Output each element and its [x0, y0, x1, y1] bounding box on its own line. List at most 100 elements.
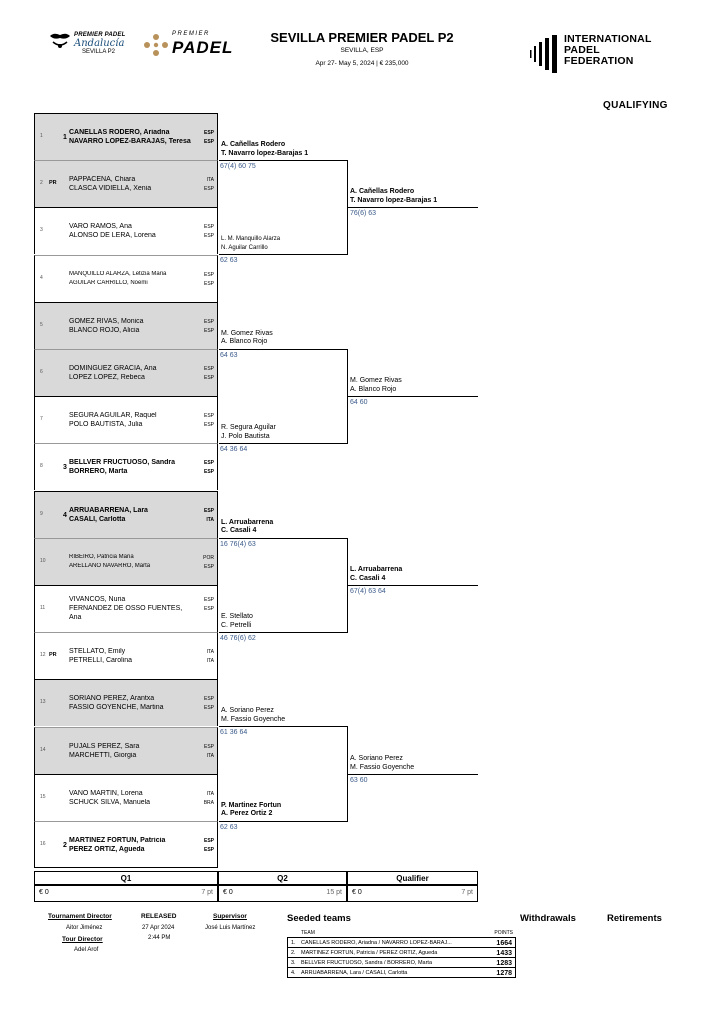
- slot-seed: PR: [49, 180, 57, 187]
- player-2-name-cont: Ana: [69, 614, 82, 621]
- seeded-team: BELLVER FRUCTUOSO, Sandra / BORRERO, Mar…: [301, 960, 433, 966]
- player-1-name: PUJALS PEREZ, Sara: [69, 742, 140, 750]
- qualifier-line-2: T. Navarro lopez-Barajas 1: [350, 196, 438, 204]
- supervisor-name: José Luis Martínez: [205, 925, 256, 931]
- bracket-line: [219, 820, 347, 822]
- player-1-name: MARTINEZ FORTUN, Patricia: [69, 837, 166, 844]
- bracket-line: [347, 585, 478, 586]
- bracket-line: [219, 726, 347, 728]
- player-2-name: BORRERO, Marta: [69, 468, 128, 476]
- tournament-director-label: Tournament Director: [48, 913, 112, 920]
- tour-director-label: Tour Director: [62, 936, 103, 943]
- player-1-country: ESP: [203, 271, 214, 278]
- winner-line-2: J. Polo Bautista: [221, 432, 270, 440]
- player-1-country: ESP: [203, 743, 214, 750]
- qualifier-line-1: M. Gomez Rivas: [350, 377, 402, 384]
- slot-number: 10: [40, 557, 46, 564]
- winner-line-1: R. Segura Aguilar: [221, 424, 276, 432]
- winner-line-1: A. Soriano Perez: [221, 707, 274, 715]
- qualifier-line-2: A. Blanco Rojo: [350, 385, 397, 393]
- slot-number: 7: [40, 416, 43, 423]
- slot-number: 15: [40, 793, 46, 800]
- ipf-text-line2: PADEL: [564, 44, 600, 56]
- seeded-points: 1433: [496, 949, 512, 957]
- qualifier-score: 64 60: [350, 399, 368, 406]
- slot-number: 8: [40, 463, 43, 470]
- prize-value-cell: € 0 15 pt: [218, 885, 347, 902]
- tournament-dates: Apr 27- May 5, 2024 | € 235,000: [315, 60, 409, 67]
- player-2-name: FASSIO GOYENCHE, Martina: [69, 704, 164, 712]
- winner-line-1: E. Stellato: [221, 613, 253, 620]
- slot-number: 6: [40, 369, 43, 375]
- prize-value-cell: € 0 7 pt: [347, 885, 478, 902]
- player-2-country: ITA: [206, 752, 214, 759]
- slot-seed: 2: [63, 842, 67, 849]
- player-2-country: ESP: [203, 422, 214, 429]
- prize-points: 7 pt: [461, 889, 473, 896]
- prize-head: Qualifier: [347, 871, 478, 885]
- qualifier-line-2: M. Fassio Goyenche: [350, 763, 415, 771]
- player-1-name: VANO MARTIN, Lorena: [69, 789, 143, 797]
- bracket-line: [219, 632, 347, 633]
- player-2-name: FERNANDEZ DE OSSO FUENTES,: [69, 605, 183, 612]
- player-1-name: VARO RAMOS, Ana: [69, 223, 132, 231]
- prize-head: Q1: [34, 871, 218, 885]
- winner-line-2: N. Aguilar Carrillo: [221, 244, 268, 251]
- player-2-name: POLO BAUTISTA, Julia: [69, 421, 143, 429]
- player-2-name: SCHUCK SILVA, Manuela: [69, 798, 151, 806]
- logo-left-line1: PREMIER PADEL: [74, 32, 126, 38]
- prize-money: € 0: [352, 889, 362, 896]
- player-1-name: CAÑELLAS RODERO, Ariadna: [69, 129, 170, 136]
- seeded-row: 2. MARTINEZ FORTUN, Patricia / PEREZ ORTI…: [287, 948, 516, 958]
- seeded-team: MARTINEZ FORTUN, Patricia / PEREZ ORTIZ,…: [301, 950, 438, 956]
- player-2-country: ESP: [203, 327, 214, 334]
- seeded-teams-table: TEAM POINTS 1.CAÑELLAS RODERO, Ariadna /…: [287, 928, 516, 978]
- round2-score: 61 36 64: [220, 729, 248, 737]
- winner-line-2: A. Blanco Rojo: [221, 338, 268, 346]
- slot-number: 16: [40, 841, 46, 847]
- premier-padel-logo: PREMIER PADEL: [144, 30, 244, 60]
- player-2-country: ESP: [203, 139, 214, 145]
- player-2-name: NAVARRO LOPEZ-BARAJAS, Teresa: [69, 138, 191, 145]
- winner-line-1: M. Gomez Rivas: [221, 329, 273, 337]
- player-2-name: BLANCO ROJO, Alicia: [69, 326, 140, 334]
- bracket-line: [347, 207, 478, 208]
- winner-line-1: A. Cañellas Rodero: [221, 141, 286, 148]
- player-2-country: ITA: [206, 516, 214, 523]
- seeded-rank: 2.: [291, 950, 296, 956]
- player-1-country: ESP: [203, 696, 214, 703]
- round2-score: 62 63: [220, 823, 238, 831]
- player-1-country: ITA: [206, 649, 214, 656]
- slot-number: 9: [40, 510, 43, 517]
- prize-money: € 0: [39, 889, 49, 896]
- slot-seed: 1: [63, 134, 67, 141]
- released-date: 27 Apr 2024: [142, 925, 175, 931]
- seeded-rank: 4.: [291, 970, 296, 976]
- player-2-country: ESP: [203, 280, 214, 287]
- round2-score: 46 76(6) 62: [220, 635, 256, 642]
- player-1-name: GOMEZ RIVAS, Monica: [69, 317, 144, 325]
- released-label: RELEASED: [141, 913, 177, 920]
- seeded-teams-title: Seeded teams: [287, 913, 351, 924]
- prize-points: 15 pt: [326, 889, 342, 896]
- slot-number: 12: [40, 652, 46, 659]
- winner-line-2: C. Petrelli: [221, 621, 252, 629]
- player-1-name: PAPPACENA, Chiara: [69, 176, 136, 184]
- seeded-rank: 1.: [291, 940, 296, 946]
- seeded-points: 1664: [496, 939, 512, 947]
- tour-director-name: Adel Arof: [74, 947, 99, 953]
- ipf-text-line3: FEDERATION: [564, 55, 634, 67]
- slot-number: 13: [40, 699, 46, 706]
- prize-money: € 0: [223, 889, 233, 896]
